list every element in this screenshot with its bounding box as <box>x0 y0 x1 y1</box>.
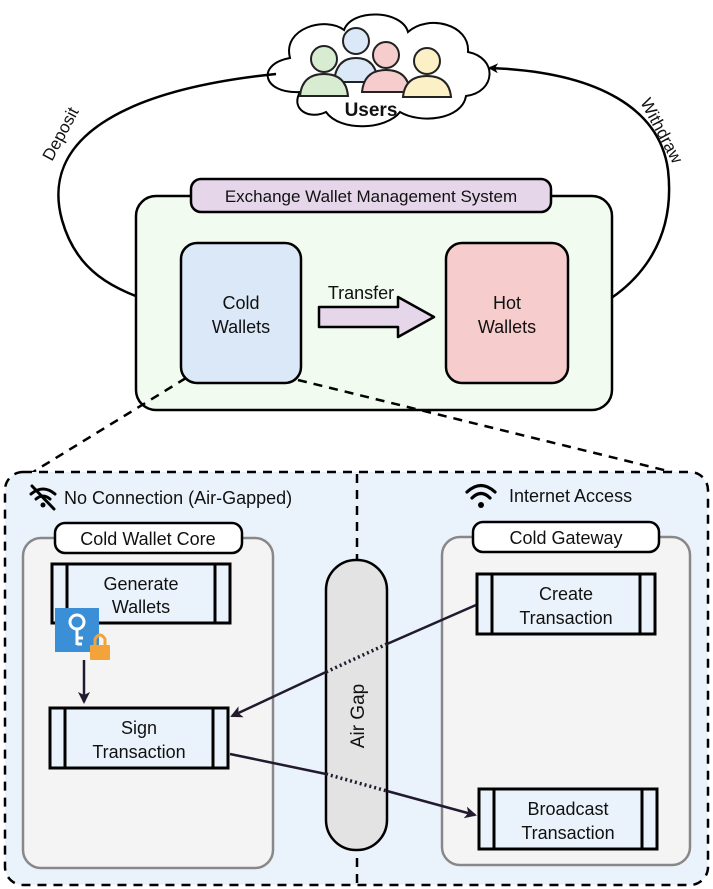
wifi-off-icon <box>29 484 57 511</box>
cold-wallets-label-line1: Cold <box>222 293 259 313</box>
cold-wallets-label-line2: Wallets <box>212 317 270 337</box>
deposit-arrow <box>57 72 277 309</box>
deposit-label: Deposit <box>39 104 83 164</box>
users-label: Users <box>345 100 398 121</box>
user-icon-pink <box>372 41 400 69</box>
cold-wallet-core: Cold Wallet Core Generate Wallets <box>21 521 275 870</box>
withdraw-arrow <box>488 63 671 318</box>
zoom-connector-left <box>19 376 187 482</box>
hot-wallets-label-line2: Wallets <box>478 317 536 337</box>
user-icon-yellow <box>413 47 441 75</box>
online-header-label: Internet Access <box>509 486 632 506</box>
generate-label-line2: Wallets <box>112 597 170 617</box>
users-group-icon <box>298 27 453 98</box>
core-title-pill <box>53 521 244 555</box>
system-title-pill <box>189 177 553 214</box>
zoom-connector-right <box>297 378 673 474</box>
gateway-title: Cold Gateway <box>509 528 622 548</box>
sign-to-broadcast-arrow <box>229 752 477 819</box>
exchange-wallet-system: Exchange Wallet Management System Cold W… <box>134 177 614 412</box>
system-title: Exchange Wallet Management System <box>225 187 517 206</box>
transfer-arrow <box>317 295 436 339</box>
cold-wallet-detail-region: No Connection (Air-Gapped) Internet Acce… <box>3 470 710 887</box>
hot-wallets-label-line1: Hot <box>493 293 521 313</box>
wifi-icon <box>465 483 497 508</box>
user-icon-green <box>310 45 338 73</box>
create-transaction-process: Create Transaction <box>475 572 657 636</box>
air-gap: Air Gap <box>324 558 389 852</box>
key-lock-icon <box>55 608 110 660</box>
generate-label-line1: Generate <box>103 574 178 594</box>
cold-gateway: Cold Gateway Create Transaction Broadcas… <box>440 520 692 867</box>
broadcast-transaction-process: Broadcast Transaction <box>477 787 659 851</box>
gateway-title-pill <box>471 520 661 554</box>
create-label-line1: Create <box>539 584 593 604</box>
sign-label-line1: Sign <box>121 718 157 738</box>
core-title: Cold Wallet Core <box>80 529 215 549</box>
create-label-line2: Transaction <box>519 608 612 628</box>
broadcast-label-line1: Broadcast <box>527 799 608 819</box>
users-cloud: Users <box>266 13 491 128</box>
offline-header-label: No Connection (Air-Gapped) <box>64 488 292 508</box>
sign-label-line2: Transaction <box>92 742 185 762</box>
withdraw-label: Withdraw <box>636 95 686 167</box>
broadcast-label-line2: Transaction <box>521 823 614 843</box>
cold-wallets-box: Cold Wallets <box>179 241 303 385</box>
hot-wallets-box: Hot Wallets <box>444 241 570 385</box>
sign-transaction-process: Sign Transaction <box>48 706 230 770</box>
air-gap-label: Air Gap <box>348 684 369 748</box>
transfer-label: Transfer <box>328 283 394 303</box>
create-to-sign-arrow <box>230 603 477 718</box>
user-icon-blue <box>342 27 370 55</box>
